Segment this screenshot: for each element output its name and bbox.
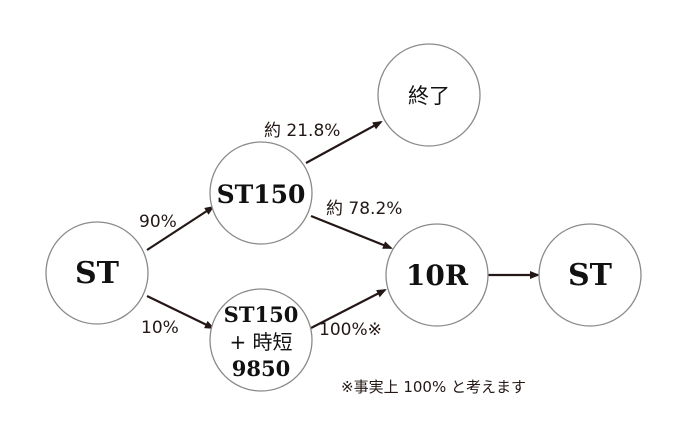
node-10r bbox=[385, 223, 489, 327]
node-10r-label: 10R bbox=[406, 259, 469, 292]
edge-st150-to-end bbox=[305, 121, 383, 164]
node-st150-jitan-line3: 9850 bbox=[232, 356, 290, 381]
node-st-start-label: ST bbox=[75, 256, 120, 291]
edge-jitan-to-10r bbox=[310, 289, 387, 329]
node-st150-jitan-line1: ST150 bbox=[224, 302, 299, 327]
node-st150-jitan-line2: + 時短 bbox=[229, 330, 292, 354]
node-st150-label: ST150 bbox=[217, 180, 306, 209]
node-st150-jitan bbox=[209, 288, 313, 392]
edge-label-st150-to-end: 約 21.8% bbox=[264, 121, 340, 141]
node-end-label: 終了 bbox=[408, 84, 450, 108]
node-st-final bbox=[538, 223, 642, 327]
edge-st-to-st150 bbox=[146, 205, 215, 251]
node-st-start bbox=[45, 221, 149, 325]
node-end bbox=[377, 43, 481, 147]
node-st-final-label: ST bbox=[568, 258, 613, 293]
edge-st150-to-10r bbox=[310, 214, 393, 250]
footnote: ※事実上 100% と考えます bbox=[341, 378, 526, 396]
edge-st-to-jitan bbox=[146, 295, 215, 329]
edge-label-st150-to-10r: 約 78.2% bbox=[326, 199, 402, 219]
node-st150 bbox=[209, 141, 313, 245]
edge-label-st-to-st150: 90% bbox=[139, 212, 177, 232]
edge-label-jitan-to-10r: 100%※ bbox=[319, 320, 382, 340]
edge-label-st-to-jitan: 10% bbox=[141, 318, 179, 338]
